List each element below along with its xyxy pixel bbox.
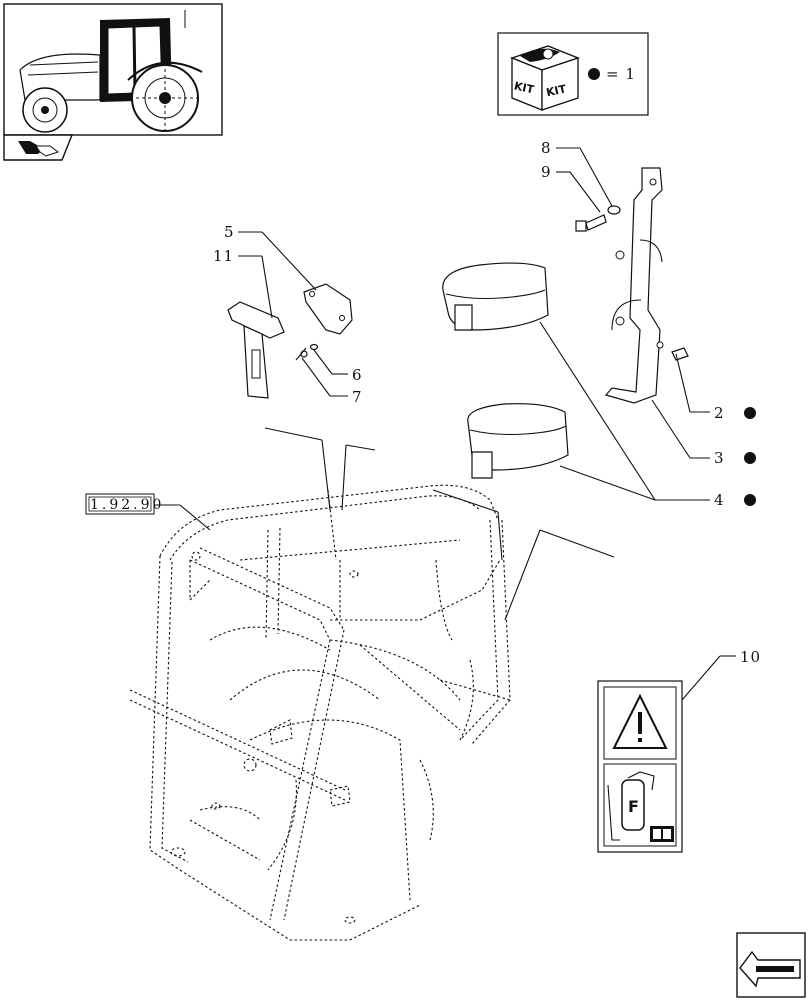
svg-text:F: F — [628, 797, 639, 816]
strap-lower-part[interactable] — [467, 403, 569, 479]
callout-6: 6 — [352, 366, 363, 384]
forward-arrow-icon[interactable] — [736, 932, 806, 998]
callout-leaders — [238, 147, 736, 701]
reference-box-label: 1.92.90 — [90, 497, 164, 513]
callout-11: 11 — [213, 247, 234, 265]
callout-5: 5 — [224, 223, 235, 241]
callout-4: 4 — [714, 491, 725, 509]
bracket-part[interactable] — [604, 167, 664, 404]
small-screw-part[interactable] — [295, 347, 308, 361]
kit-equals-text: = 1 — [606, 65, 636, 83]
kit-bullet-4-icon — [744, 494, 756, 506]
washer-part[interactable] — [607, 205, 621, 215]
warning-triangle-icon — [612, 693, 668, 749]
callout-9: 9 — [541, 163, 552, 181]
callout-3: 3 — [714, 449, 725, 467]
extinguisher-support-part[interactable] — [227, 301, 285, 399]
warning-decal-part[interactable]: F — [597, 680, 683, 853]
reference-leader-2 — [179, 504, 211, 531]
kit-label-right: KIT — [545, 82, 568, 99]
manual-book-icon — [650, 826, 674, 842]
kit-box-icon: KIT KIT — [510, 45, 580, 111]
page-back-icon[interactable] — [3, 134, 74, 161]
kit-legend: KIT KIT = 1 — [497, 32, 649, 116]
kit-bullet-3-icon — [744, 452, 756, 464]
callout-2: 2 — [714, 404, 725, 422]
strap-upper-part[interactable] — [442, 262, 549, 331]
kit-label-left: KIT — [513, 79, 536, 96]
kit-bullet-icon — [588, 68, 600, 80]
small-washer-part[interactable] — [309, 343, 319, 351]
callout-10: 10 — [740, 648, 761, 666]
cab-frame-structure — [129, 484, 511, 941]
kit-bullet-2-icon — [744, 407, 756, 419]
callout-8: 8 — [541, 139, 552, 157]
clip-part[interactable] — [303, 283, 353, 335]
tractor-thumbnail[interactable] — [3, 3, 223, 136]
screw-part[interactable] — [575, 214, 607, 232]
nut-part[interactable] — [671, 347, 689, 361]
fire-extinguisher-icon: F — [607, 771, 655, 841]
reference-box[interactable]: 1.92.90 — [85, 493, 164, 515]
callout-7: 7 — [352, 388, 363, 406]
